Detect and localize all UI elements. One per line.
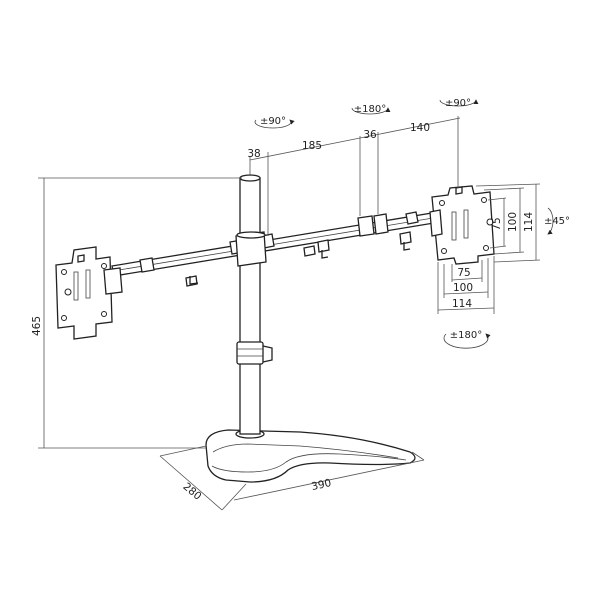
arm-inner-label: 185 [302, 140, 322, 152]
vesa-height-75-label: 75 [491, 217, 503, 230]
right-vesa-plate [429, 185, 495, 265]
vesa-width-75-label: 75 [457, 267, 470, 279]
base-width-label: 390 [310, 477, 332, 493]
stand-base [205, 429, 416, 483]
vesa-height-100-label: 100 [507, 212, 519, 232]
vesa-height-114-label: 114 [523, 212, 535, 232]
middle-swivel-label: ±180° [354, 104, 386, 115]
rotation-rotate: ±180° [443, 330, 491, 349]
dual-arm [111, 211, 441, 287]
arm-dimensions: 38 185 36 140 [247, 116, 461, 236]
rotation-left-swivel: ±90° [254, 116, 295, 129]
height-label: 465 [31, 316, 43, 336]
right-swivel-label: ±90° [445, 98, 471, 109]
height-dimension: 465 [31, 177, 242, 449]
stand-pole [236, 174, 273, 435]
arm-mid-label: 36 [363, 129, 377, 141]
rotate-label: ±180° [450, 330, 482, 341]
arm-outer-label: 140 [410, 122, 430, 134]
vesa-dimensions: 75 100 114 75 100 114 [437, 183, 541, 314]
left-vesa-plate [55, 246, 123, 340]
arm-pole-offset-label: 38 [247, 148, 260, 160]
rotation-middle-swivel: ±180° [351, 104, 391, 115]
left-swivel-label: ±90° [260, 116, 286, 127]
tilt-label: ±45° [544, 216, 570, 227]
rotation-right-swivel: ±90° [439, 98, 479, 109]
base-depth-label: 280 [180, 481, 203, 503]
vesa-width-100-label: 100 [453, 282, 473, 294]
rotation-tilt: ±45° [544, 207, 570, 235]
vesa-width-114-label: 114 [452, 298, 472, 310]
